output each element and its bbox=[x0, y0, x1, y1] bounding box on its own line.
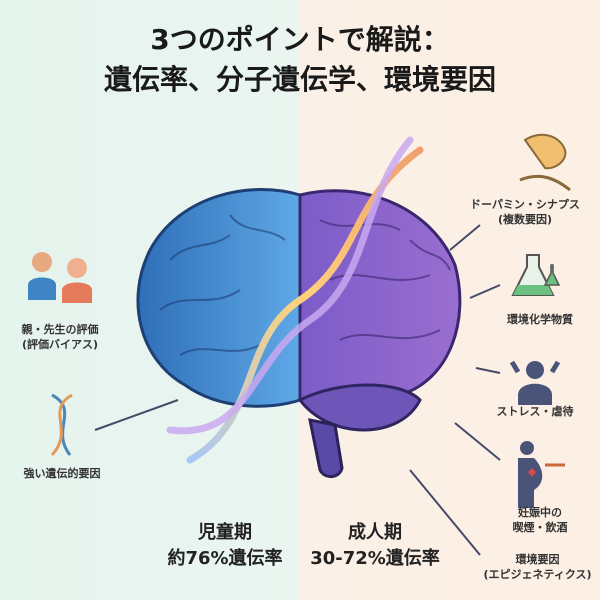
arrow-genetic bbox=[94, 399, 179, 431]
title-line-1: 3つのポイントで解説： bbox=[150, 23, 450, 56]
stress-person-icon bbox=[509, 360, 561, 405]
genetic-label: 強い遺伝的要因 bbox=[23, 467, 101, 480]
pregnancy-label: 妊娠中の 喫煙・飲酒 bbox=[495, 505, 585, 535]
label-line: 親・先生の評価 bbox=[21, 323, 99, 336]
label-line: 妊娠中の bbox=[518, 506, 562, 519]
arrow-chemicals bbox=[469, 284, 501, 299]
label-line: 喫煙・飲酒 bbox=[512, 521, 568, 534]
rate-label: 約76%遺伝率 bbox=[167, 548, 283, 569]
period-label: 児童期 bbox=[198, 522, 252, 543]
stress-label: ストレス・虐待 bbox=[496, 405, 574, 418]
label-line: 環境要因 bbox=[515, 553, 560, 566]
arrows bbox=[94, 224, 501, 556]
parents-teachers-label: 親・先生の評価 (評価バイアス) bbox=[0, 322, 120, 352]
label-line: (複数要因) bbox=[497, 213, 553, 226]
page-title: 3つのポイントで解説： 遺伝率、分子遺伝学、環境要因 bbox=[0, 20, 600, 100]
brain-icon bbox=[136, 188, 462, 478]
label-line: ドーパミン・シナプス bbox=[470, 198, 580, 211]
arrow-dopamine bbox=[449, 224, 481, 251]
environment-label: 環境要因 (エピジェネティクス) bbox=[470, 552, 600, 582]
pregnant-smoking-icon bbox=[518, 441, 565, 508]
title-line-2: 遺伝率、分子遺伝学、環境要因 bbox=[103, 63, 496, 96]
parents-icon bbox=[28, 252, 92, 303]
label-line: (評価バイアス) bbox=[21, 338, 99, 351]
flask-icon bbox=[511, 254, 561, 296]
childhood-heritability: 児童期 約76%遺伝率 bbox=[150, 520, 300, 572]
arrow-environment bbox=[409, 469, 481, 556]
arrow-stress bbox=[475, 367, 501, 374]
adulthood-heritability: 成人期 30-72%遺伝率 bbox=[300, 520, 450, 572]
dopamine-label: ドーパミン・シナプス (複数要因) bbox=[450, 197, 600, 227]
rate-label: 30-72%遺伝率 bbox=[310, 548, 440, 569]
dna-icon bbox=[50, 393, 73, 457]
chemicals-label: 環境化学物質 bbox=[507, 313, 573, 326]
dna-helix-icon bbox=[166, 136, 424, 464]
period-label: 成人期 bbox=[348, 522, 402, 543]
label-line: (エピジェネティクス) bbox=[483, 568, 592, 581]
synapse-icon bbox=[519, 133, 571, 192]
arrow-pregnancy bbox=[454, 422, 501, 461]
